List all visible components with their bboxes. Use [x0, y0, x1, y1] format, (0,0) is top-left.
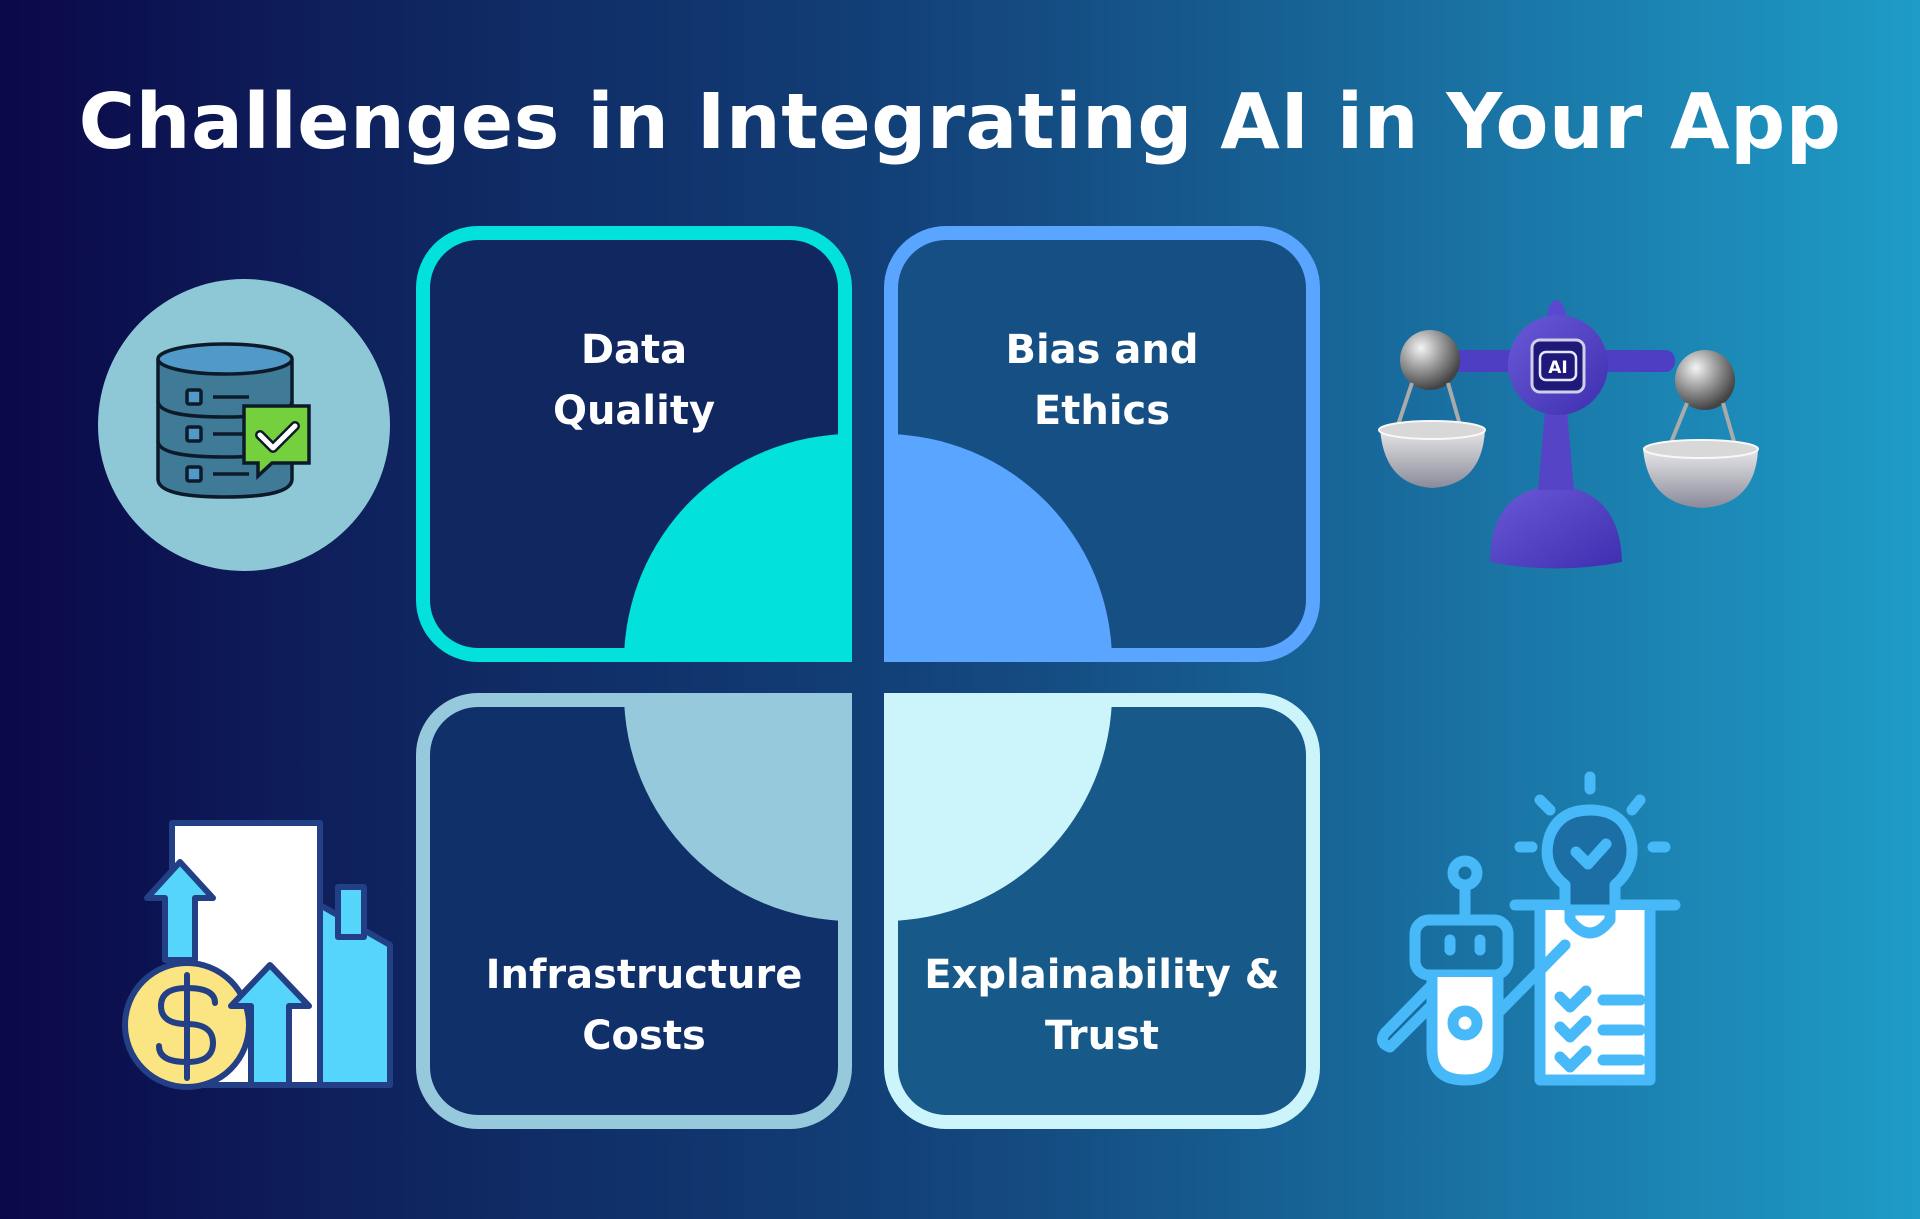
card-data-quality: Data Quality — [416, 226, 852, 662]
card-label: Infrastructure Costs — [440, 945, 838, 1067]
page-title: Challenges in Integrating AI in Your App — [78, 78, 1842, 167]
ai-balance-scale-icon: AI — [1360, 280, 1770, 580]
card-label-line2: Trust — [1044, 1013, 1160, 1059]
card-label-line1: Bias and — [1005, 327, 1199, 373]
robot-checklist-lightbulb-icon — [1360, 765, 1690, 1095]
quarter-circle-decoration — [898, 434, 1112, 648]
card-label-line1: Data — [580, 327, 688, 373]
card-label-line1: Infrastructure — [485, 952, 803, 998]
card-label-line2: Costs — [582, 1013, 706, 1059]
card-label-line1: Explainability & — [924, 952, 1280, 998]
card-explainability-trust: Explainability & Trust — [884, 693, 1320, 1129]
quarter-circle-decoration — [624, 434, 838, 648]
ai-chip-label: AI — [1548, 358, 1567, 378]
card-infrastructure-costs: Infrastructure Costs — [416, 693, 852, 1129]
card-bias-ethics: Bias and Ethics — [884, 226, 1320, 662]
card-label-line2: Quality — [552, 388, 716, 434]
quarter-circle-decoration — [898, 707, 1112, 921]
cost-growth-icon — [115, 810, 395, 1090]
database-check-icon — [98, 279, 390, 571]
card-label-line2: Ethics — [1033, 388, 1171, 434]
card-label: Explainability & Trust — [898, 945, 1306, 1067]
quarter-circle-decoration — [624, 707, 838, 921]
card-label: Data Quality — [430, 320, 838, 442]
card-label: Bias and Ethics — [898, 320, 1306, 442]
